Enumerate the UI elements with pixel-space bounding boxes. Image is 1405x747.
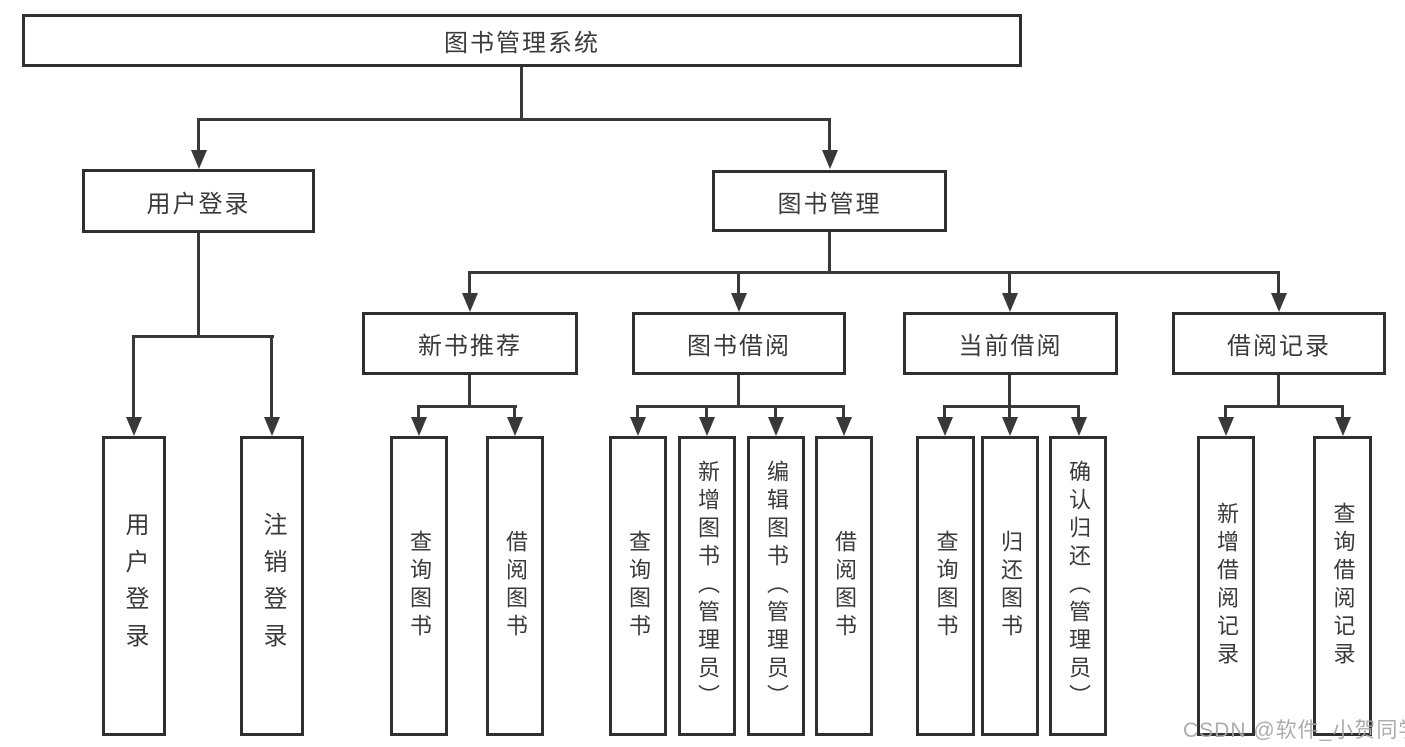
connector-root-branch [197,118,831,121]
leaf-nb-borrow-books: 借阅图书 [486,436,544,736]
leaf-logout-login: 注销登录 [240,436,304,736]
node-borrow-records-label: 借阅记录 [1227,333,1331,360]
node-borrow-records: 借阅记录 [1172,312,1386,375]
connector-book-mgmt-stem [828,232,831,274]
connector-borrow-records-stem [1277,375,1280,408]
leaf-bb-add-books-admin-label: 新增图书（管理员） [695,460,720,712]
arrow-to-br-add [1217,405,1234,436]
arrow-to-book-mgmt [821,118,838,169]
leaf-bb-edit-books-admin: 编辑图书（管理员） [747,436,805,736]
leaf-cb-query-books: 查询图书 [916,436,975,736]
node-user-login: 用户登录 [82,169,315,233]
connector-borrow-records-branch [1224,405,1344,408]
leaf-cb-confirm-return-admin-label: 确认归还（管理员） [1066,460,1091,712]
node-book-borrow-label: 图书借阅 [687,333,791,360]
arrow-to-user-login [190,118,207,169]
arrow-to-current-borrow [1001,271,1018,312]
leaf-bb-borrow-books: 借阅图书 [815,436,873,736]
leaf-bb-query-books-label: 查询图书 [626,530,651,642]
leaf-br-query-record: 查询借阅记录 [1313,436,1372,736]
node-current-borrow: 当前借阅 [903,312,1118,375]
arrow-to-br-query [1334,405,1351,436]
node-book-mgmt: 图书管理 [712,170,947,232]
connector-new-books-branch [417,405,517,408]
arrow-to-cb-confirm [1070,405,1087,436]
leaf-cb-return-books: 归还图书 [981,436,1039,736]
arrow-to-leaf-user-login [125,335,142,436]
arrow-to-borrow-records [1270,271,1287,312]
leaf-br-query-record-label: 查询借阅记录 [1330,502,1356,670]
node-book-mgmt-label: 图书管理 [777,190,882,218]
leaf-br-add-record-label: 新增借阅记录 [1214,502,1239,670]
arrow-to-new-books [461,271,478,312]
connector-current-borrow-stem [1008,375,1011,408]
leaf-user-login-label: 用户登录 [121,512,148,660]
arrow-to-bb-edit [767,405,784,436]
leaf-bb-add-books-admin: 新增图书（管理员） [678,436,736,736]
arrow-to-bb-query [629,405,646,436]
arrow-to-cb-query [936,405,953,436]
leaf-nb-borrow-books-label: 借阅图书 [503,530,528,642]
connector-user-login-branch [132,335,274,338]
leaf-cb-query-books-label: 查询图书 [933,530,959,642]
leaf-bb-query-books: 查询图书 [609,436,667,736]
connector-new-books-stem [468,375,471,408]
connector-current-borrow-branch [943,405,1080,408]
connector-root-stem [520,67,523,121]
node-root: 图书管理系统 [22,14,1022,67]
connector-user-login-stem [197,233,200,338]
leaf-bb-borrow-books-label: 借阅图书 [832,530,857,642]
connector-book-borrow-branch [636,405,845,408]
arrow-to-leaf-logout [263,335,280,436]
leaf-nb-query-books: 查询图书 [390,436,448,736]
leaf-logout-login-label: 注销登录 [259,512,286,660]
node-root-label: 图书管理系统 [444,30,600,57]
leaf-cb-confirm-return-admin: 确认归还（管理员） [1049,436,1107,736]
arrow-to-nb-query [410,405,427,436]
leaf-bb-edit-books-admin-label: 编辑图书（管理员） [764,460,789,712]
arrow-to-bb-add [698,405,715,436]
node-book-borrow: 图书借阅 [632,312,846,375]
leaf-cb-return-books-label: 归还图书 [998,530,1023,642]
arrow-to-book-borrow [730,271,747,312]
node-current-borrow-label: 当前借阅 [958,333,1063,360]
node-new-books: 新书推荐 [362,312,578,375]
arrow-to-nb-borrow [506,405,523,436]
connector-book-mgmt-branch [468,271,1280,274]
arrow-to-cb-return [1001,405,1018,436]
leaf-user-login: 用户登录 [102,436,166,736]
arrow-to-bb-borrow [835,405,852,436]
node-user-login-label: 用户登录 [146,190,251,218]
csdn-watermark: CSDN @软件_小贺同学 [1183,719,1405,742]
leaf-nb-query-books-label: 查询图书 [407,530,432,642]
node-new-books-label: 新书推荐 [418,333,522,360]
leaf-br-add-record: 新增借阅记录 [1197,436,1255,736]
connector-book-borrow-stem [737,375,740,408]
